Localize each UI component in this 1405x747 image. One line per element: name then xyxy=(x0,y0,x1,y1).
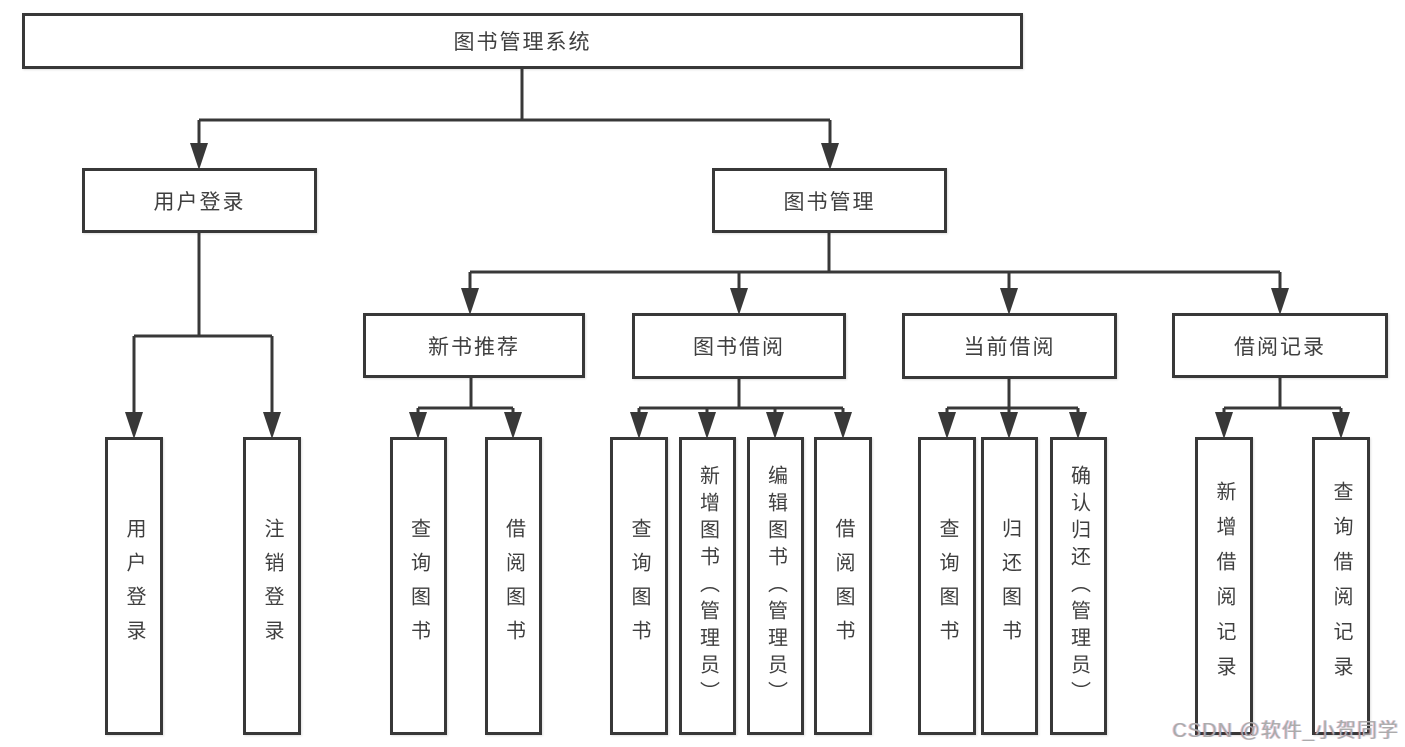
leaf-confirm-return-admin-label: 确认归还（管理员） xyxy=(1067,464,1090,708)
leaf-query-books-current: 查询图书 xyxy=(918,437,976,735)
node-book-management: 图书管理 xyxy=(712,168,947,233)
leaf-borrow-books-label: 借阅图书 xyxy=(832,518,854,654)
leaf-logout-label: 注销登录 xyxy=(261,518,283,654)
leaf-logout: 注销登录 xyxy=(243,437,301,735)
leaf-add-borrow-record: 新增借阅记录 xyxy=(1195,437,1253,735)
leaf-return-books: 归还图书 xyxy=(981,437,1038,735)
node-user-login-label: 用户登录 xyxy=(153,190,246,214)
leaf-query-books-borrow-label: 查询图书 xyxy=(628,518,650,654)
leaf-query-borrow-record-label: 查询借阅记录 xyxy=(1330,481,1352,691)
leaf-query-books-recommend: 查询图书 xyxy=(390,437,447,735)
leaf-query-books-borrow: 查询图书 xyxy=(610,437,668,735)
watermark: CSDN @软件_小贺同学 xyxy=(1172,720,1399,742)
leaf-confirm-return-admin: 确认归还（管理员） xyxy=(1050,437,1107,735)
leaf-add-book-admin-label: 新增图书（管理员） xyxy=(696,464,719,708)
leaf-user-login: 用户登录 xyxy=(105,437,163,735)
leaf-return-books-label: 归还图书 xyxy=(998,518,1021,654)
tree-edges xyxy=(132,68,1343,419)
leaf-user-login-label: 用户登录 xyxy=(123,518,145,654)
root-node-label: 图书管理系统 xyxy=(453,31,592,54)
node-new-book-recommendation: 新书推荐 xyxy=(363,313,585,378)
node-book-borrowing: 图书借阅 xyxy=(632,313,846,379)
node-book-management-label: 图书管理 xyxy=(783,190,876,214)
leaf-borrow-books: 借阅图书 xyxy=(814,437,872,735)
node-current-borrowing-label: 当前借阅 xyxy=(963,336,1056,359)
leaf-add-book-admin: 新增图书（管理员） xyxy=(679,437,736,735)
leaf-edit-book-admin-label: 编辑图书（管理员） xyxy=(764,464,787,708)
node-borrowing-records-label: 借阅记录 xyxy=(1234,335,1326,359)
leaf-borrow-books-recommend: 借阅图书 xyxy=(485,437,542,735)
leaf-add-borrow-record-label: 新增借阅记录 xyxy=(1213,481,1235,691)
node-book-borrowing-label: 图书借阅 xyxy=(693,336,785,359)
root-node: 图书管理系统 xyxy=(22,13,1023,69)
leaf-edit-book-admin: 编辑图书（管理员） xyxy=(747,437,804,735)
node-current-borrowing: 当前借阅 xyxy=(902,313,1117,379)
node-user-login: 用户登录 xyxy=(82,168,317,233)
leaf-query-books-current-label: 查询图书 xyxy=(936,518,958,654)
leaf-query-borrow-record: 查询借阅记录 xyxy=(1312,437,1370,735)
node-new-book-recommendation-label: 新书推荐 xyxy=(428,335,520,359)
leaf-borrow-books-recommend-label: 借阅图书 xyxy=(502,518,525,654)
node-borrowing-records: 借阅记录 xyxy=(1172,313,1388,378)
arrow-down-icons xyxy=(125,143,1350,439)
leaf-query-books-recommend-label: 查询图书 xyxy=(407,518,430,654)
